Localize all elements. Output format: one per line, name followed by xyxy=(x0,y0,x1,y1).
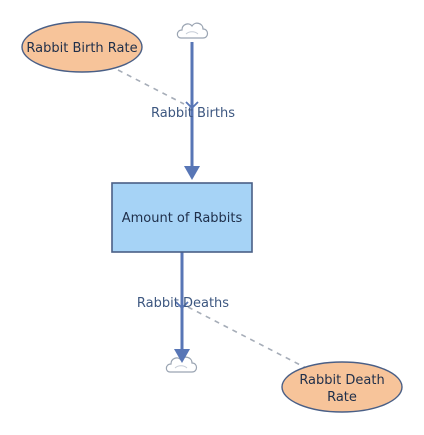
rabbit-deaths-valve xyxy=(175,301,189,310)
flow-label-rabbit-births: Rabbit Births xyxy=(151,106,235,121)
birth-rate-label: Rabbit Birth Rate xyxy=(26,41,137,56)
birth-rate-link xyxy=(117,69,185,105)
stock-amount-of-rabbits[interactable] xyxy=(111,182,253,253)
flow-label-rabbit-deaths: Rabbit Deaths xyxy=(137,296,229,311)
death-rate-label-line-1: Rabbit Death xyxy=(299,373,384,388)
converter-rabbit-birth-rate[interactable] xyxy=(21,21,143,73)
source-cloud-icon xyxy=(176,22,209,39)
death-rate-link xyxy=(187,306,311,371)
death-rate-label-line-2: Rate xyxy=(327,390,357,405)
rabbit-births-valve xyxy=(185,101,199,110)
rabbit-births-arrowhead xyxy=(184,166,200,180)
rabbit-deaths-arrowhead xyxy=(174,349,190,363)
stock-label: Amount of Rabbits xyxy=(122,211,243,226)
converter-rabbit-death-rate[interactable] xyxy=(281,361,403,413)
